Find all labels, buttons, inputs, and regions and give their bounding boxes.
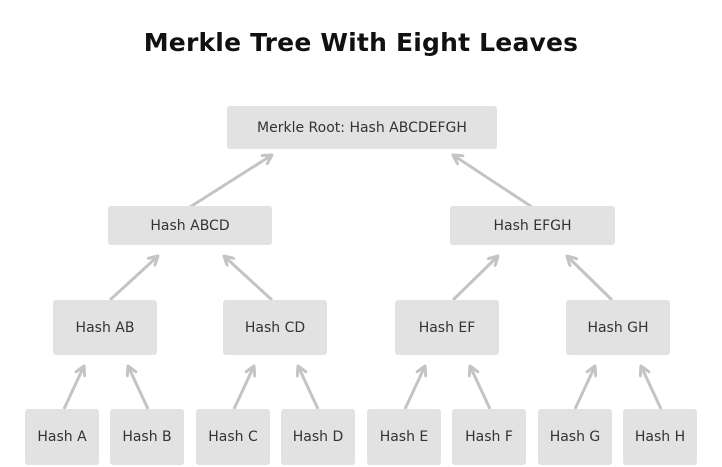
- node-hash-gh: Hash GH: [566, 300, 670, 355]
- leaf-hash-d: Hash D: [281, 409, 355, 465]
- edge-cd-to-abcd: [224, 256, 274, 302]
- node-merkle-root: Merkle Root: Hash ABCDEFGH: [227, 106, 497, 149]
- node-hash-efgh: Hash EFGH: [450, 206, 615, 245]
- leaf-hash-a: Hash A: [25, 409, 99, 465]
- leaf-hash-g: Hash G: [538, 409, 612, 465]
- edge-efgh-to-root: [453, 155, 533, 209]
- leaf-hash-c: Hash C: [196, 409, 270, 465]
- edge-c-to-cd: [232, 366, 254, 410]
- edge-d-to-cd: [298, 366, 320, 410]
- leaf-hash-b: Hash B: [110, 409, 184, 465]
- edge-abcd-to-root: [189, 155, 272, 209]
- edge-h-to-gh: [641, 366, 663, 410]
- edge-gh-to-efgh: [567, 256, 614, 302]
- edge-a-to-ab: [62, 366, 84, 410]
- node-hash-abcd: Hash ABCD: [108, 206, 272, 245]
- edge-e-to-ef: [403, 366, 425, 410]
- node-hash-ef: Hash EF: [395, 300, 499, 355]
- leaf-hash-f: Hash F: [452, 409, 526, 465]
- edge-g-to-gh: [573, 366, 595, 410]
- diagram-title: Merkle Tree With Eight Leaves: [143, 28, 579, 57]
- edge-ab-to-abcd: [108, 256, 158, 302]
- node-hash-ab: Hash AB: [53, 300, 157, 355]
- edge-b-to-ab: [128, 366, 150, 410]
- edge-f-to-ef: [470, 366, 492, 410]
- edge-ef-to-efgh: [451, 256, 498, 302]
- leaf-hash-e: Hash E: [367, 409, 441, 465]
- node-hash-cd: Hash CD: [223, 300, 327, 355]
- leaf-hash-h: Hash H: [623, 409, 697, 465]
